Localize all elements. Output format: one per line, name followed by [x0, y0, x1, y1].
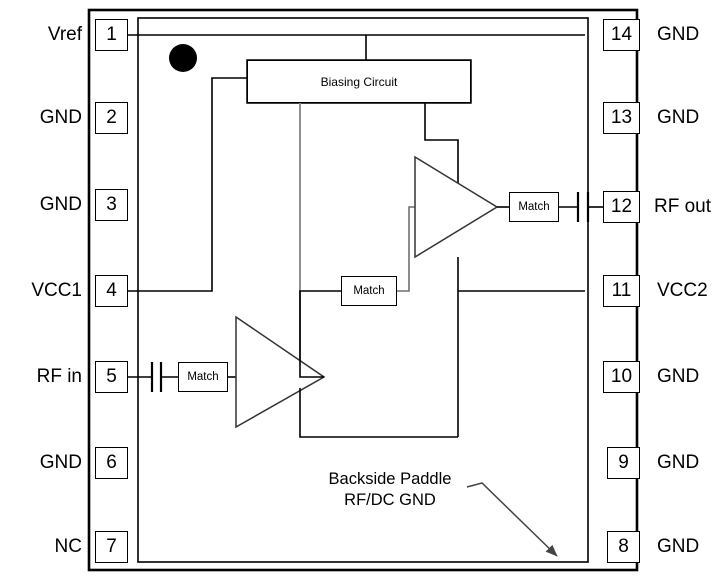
trace-pin4-vcc1-to-bias [128, 77, 247, 292]
pin-label-vcc2: VCC2 [657, 280, 708, 301]
pin-label-vref: Vref [47, 24, 82, 45]
amplifier-stage1-icon [235, 315, 326, 429]
pin-number-13[interactable]: 13 [603, 102, 640, 134]
backside-paddle-note: Backside Paddle RF/DC GND [300, 469, 480, 510]
pin-label-gnd-13: GND [657, 107, 700, 128]
pin-label-gnd-10: GND [657, 366, 700, 387]
trace-match-inter-to-amp2 [397, 206, 415, 292]
match-block-output[interactable]: Match [509, 192, 559, 222]
pin-number-2[interactable]: 2 [95, 102, 128, 134]
pin-label-rf-in: RF in [36, 366, 82, 387]
pin-label-rf-out: RF out [654, 196, 712, 217]
die-boundary [137, 17, 589, 563]
trace-amp1-return [299, 388, 458, 438]
pin-label-gnd-14: GND [657, 24, 700, 45]
pin-number-5[interactable]: 5 [95, 361, 128, 393]
pin-number-1[interactable]: 1 [95, 19, 128, 51]
backside-paddle-line1: Backside Paddle [328, 470, 452, 488]
match-block-interstage[interactable]: Match [341, 276, 397, 306]
amplifier-stage2-icon [414, 155, 499, 259]
match-block-input[interactable]: Match [178, 362, 228, 392]
pin-number-6[interactable]: 6 [95, 447, 128, 479]
backside-paddle-line2: RF/DC GND [344, 490, 436, 509]
pin-number-9[interactable]: 9 [607, 447, 640, 479]
pin-label-vcc1: VCC1 [31, 280, 82, 301]
pin-label-gnd-6: GND [39, 452, 82, 473]
pin-number-7[interactable]: 7 [95, 531, 128, 563]
pin-number-10[interactable]: 10 [603, 361, 640, 393]
pin-label-gnd-9: GND [657, 452, 700, 473]
pin-number-8[interactable]: 8 [607, 531, 640, 563]
pin-number-14[interactable]: 14 [603, 19, 640, 51]
pin-number-12[interactable]: 12 [603, 191, 640, 223]
package-dot-icon [169, 44, 197, 72]
pin-label-gnd-2: GND [39, 107, 82, 128]
backside-paddle-leader-arrow [466, 482, 558, 557]
bias-line-to-amp2 [424, 103, 459, 207]
pin-label-gnd-8: GND [657, 536, 700, 557]
pin-label-gnd-3: GND [39, 194, 82, 215]
pin-number-4[interactable]: 4 [95, 275, 128, 307]
pin-number-3[interactable]: 3 [95, 189, 128, 221]
pin-number-11[interactable]: 11 [603, 275, 640, 307]
pin-label-nc-7: NC [54, 536, 82, 557]
trace-amp1-to-match-inter [299, 290, 341, 378]
biasing-circuit-block[interactable]: Biasing Circuit [247, 60, 471, 103]
